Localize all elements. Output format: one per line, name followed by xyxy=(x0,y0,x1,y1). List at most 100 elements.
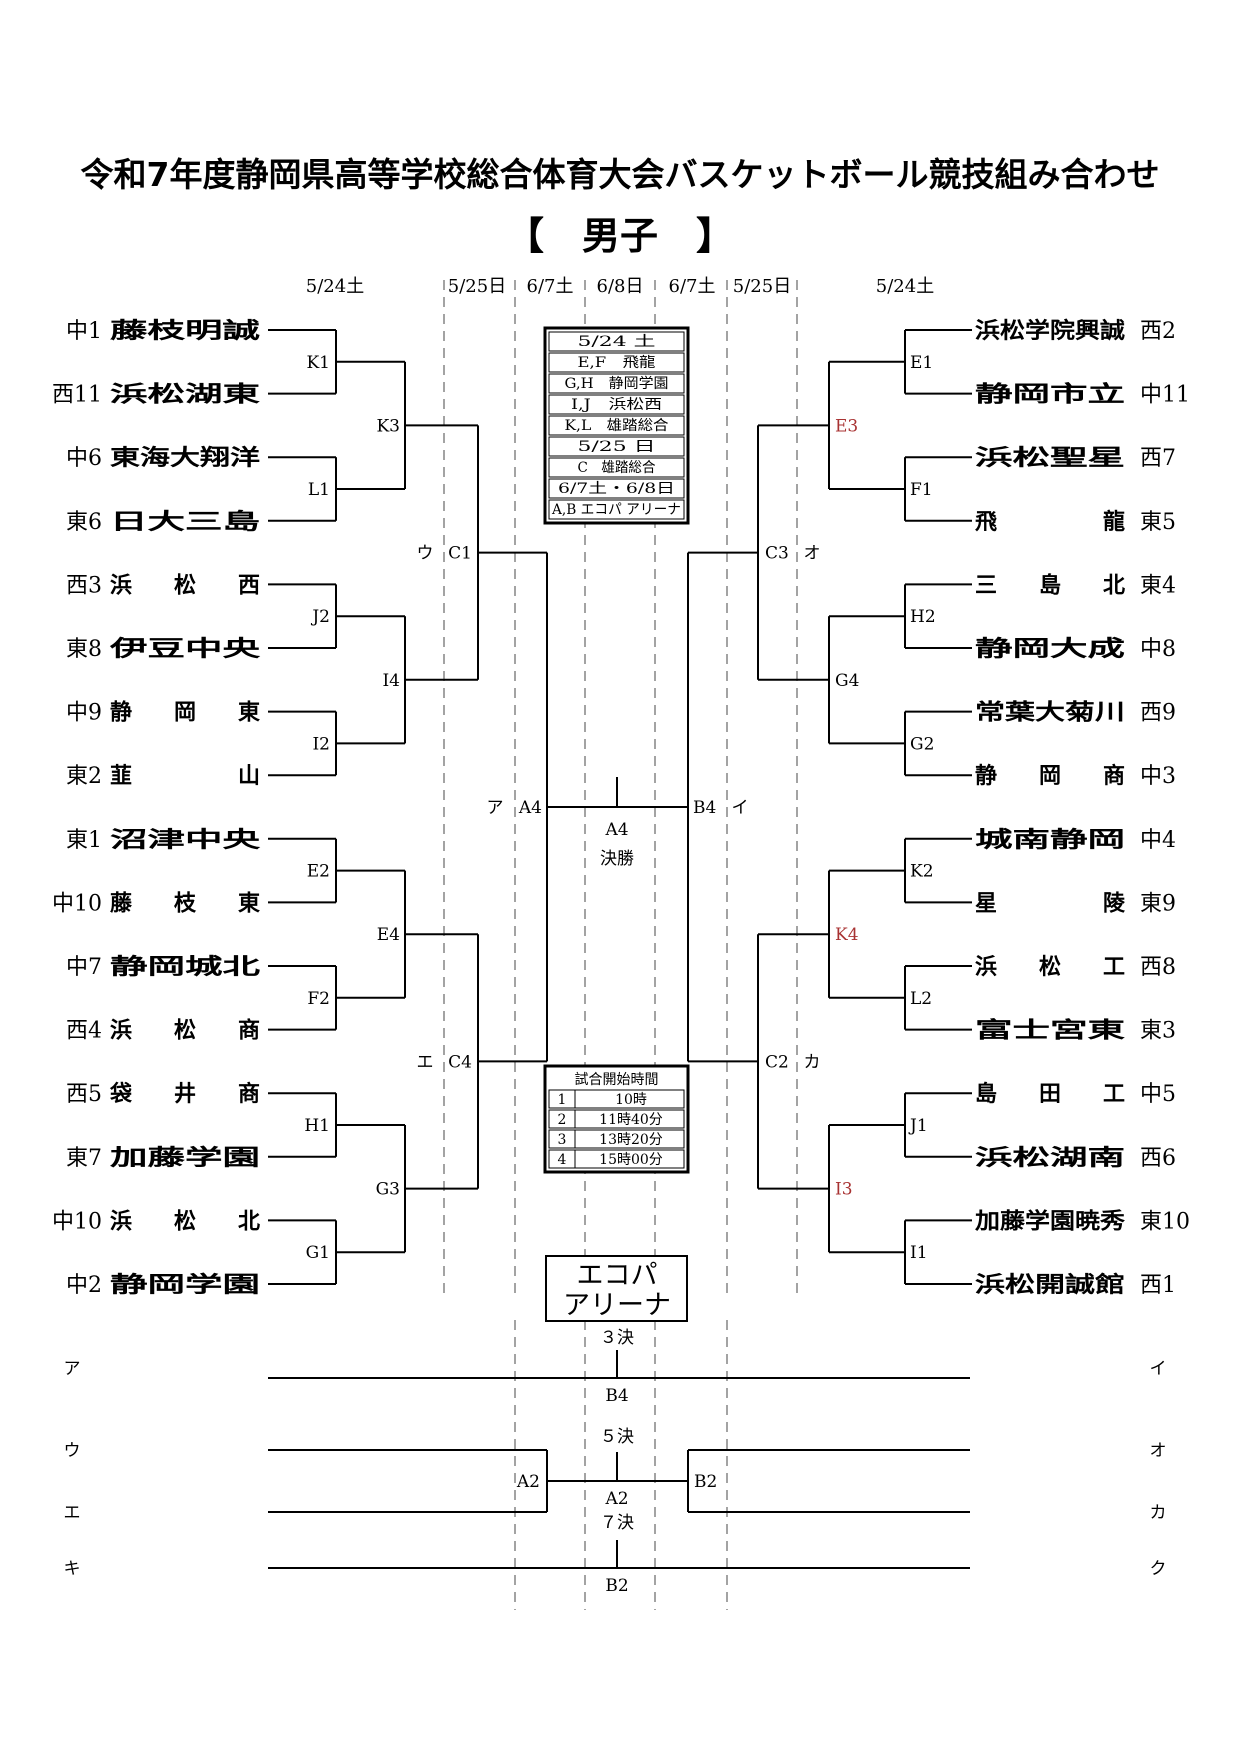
team-name: 浜 xyxy=(110,1019,132,1044)
seventh-place-label: ７決 xyxy=(600,1513,634,1533)
match-code: C1 xyxy=(448,544,472,564)
team-name: 常葉大菊川 xyxy=(975,700,1125,726)
date-header: 6/7土 xyxy=(527,276,574,297)
team-name: 浜松開誠館 xyxy=(975,1272,1125,1298)
bracket-mark: ウ xyxy=(417,544,434,564)
team-seed: 西8 xyxy=(1140,955,1176,980)
team-name: 三 xyxy=(975,573,997,598)
team-seed: 西1 xyxy=(1140,1273,1176,1298)
match-code: H1 xyxy=(304,1116,330,1136)
match-code: I4 xyxy=(382,671,400,691)
team-name: 北 xyxy=(1103,573,1125,598)
game-number: 3 xyxy=(558,1132,567,1148)
team-name: 静 xyxy=(975,763,997,789)
team-seed: 中7 xyxy=(66,955,102,980)
match-code: E1 xyxy=(910,353,933,373)
team-name: 商 xyxy=(238,1018,260,1044)
match-code: F1 xyxy=(910,480,933,500)
bracket-mark: オ xyxy=(804,544,821,564)
match-code: B4 xyxy=(693,798,716,818)
team-name: 浜松湖南 xyxy=(975,1146,1125,1171)
venue-row xyxy=(548,352,685,373)
team-seed: 東6 xyxy=(66,510,102,535)
venue-row-text: 5/24 土 xyxy=(578,334,656,350)
match-code: E2 xyxy=(307,862,330,882)
fifth-place-label: ５決 xyxy=(600,1427,634,1447)
team-seed: 東10 xyxy=(1140,1209,1190,1234)
venue-row xyxy=(548,415,685,436)
page-subtitle: 【 男子 】 xyxy=(505,214,734,258)
date-header: 5/25日 xyxy=(448,276,506,297)
match-code: J1 xyxy=(908,1116,928,1136)
team-name: 東海大翔洋 xyxy=(110,445,260,471)
team-name: 袋 xyxy=(109,1081,133,1107)
team-seed: 中4 xyxy=(1140,828,1176,853)
team-name: 加藤学園 xyxy=(108,1145,260,1171)
team-name: 商 xyxy=(1103,763,1125,789)
team-name: 韮 xyxy=(110,764,132,789)
team-seed: 東3 xyxy=(1140,1019,1176,1044)
team-name: 松 xyxy=(174,1019,196,1044)
team-name: 岡 xyxy=(174,701,196,726)
team-seed: 中3 xyxy=(1140,764,1176,789)
match-code: K3 xyxy=(376,416,400,436)
team-seed: 中2 xyxy=(66,1273,102,1298)
team-name: 加藤学園暁秀 xyxy=(974,1208,1125,1234)
date-header: 6/8日 xyxy=(597,276,644,297)
team-name: 伊豆中央 xyxy=(108,636,261,662)
match-code: E4 xyxy=(377,925,400,945)
start-time-row xyxy=(548,1089,685,1109)
team-name: 東 xyxy=(238,701,260,726)
final-code: A4 xyxy=(604,820,628,840)
team-seed: 中1 xyxy=(66,319,102,344)
match-code: G1 xyxy=(306,1243,330,1263)
match-code: I1 xyxy=(910,1243,928,1263)
team-name: 星 xyxy=(975,891,997,916)
team-name: 静 xyxy=(110,700,132,726)
team-name: 飛 xyxy=(975,510,997,535)
team-name: 日大三島 xyxy=(110,509,260,535)
team-name: 静岡城北 xyxy=(110,954,260,980)
team-name: 松 xyxy=(174,573,196,598)
bracket-mark: ウ xyxy=(64,1441,81,1461)
venue-row-text: I,J 浜松西 xyxy=(571,397,662,413)
team-seed: 東9 xyxy=(1140,891,1176,916)
team-name: 北 xyxy=(238,1209,260,1234)
match-code: K1 xyxy=(306,353,330,373)
team-seed: 東4 xyxy=(1140,573,1176,598)
team-seed: 東1 xyxy=(66,828,102,853)
team-name: 工 xyxy=(1103,955,1125,980)
bracket-mark: エ xyxy=(64,1503,81,1523)
team-name: 浜松湖東 xyxy=(110,383,260,408)
team-seed: 西11 xyxy=(52,383,102,408)
team-name: 龍 xyxy=(1103,509,1125,535)
start-time: 10時 xyxy=(615,1092,647,1108)
game-number: 2 xyxy=(558,1112,567,1128)
arena-name-line: アリーナ xyxy=(563,1290,671,1321)
venue-row-text: A,B エコパ アリーナ xyxy=(551,502,681,518)
team-name: 浜松学院興誠 xyxy=(975,318,1125,344)
bracket-mark: イ xyxy=(732,798,749,818)
start-time-header: 試合開始時間 xyxy=(575,1072,659,1088)
start-time-row xyxy=(548,1129,685,1149)
team-name: 浜松聖星 xyxy=(975,446,1125,471)
team-seed: 中10 xyxy=(52,891,102,916)
team-seed: 中6 xyxy=(66,446,102,471)
team-seed: 西7 xyxy=(1140,446,1176,471)
start-time: 15時00分 xyxy=(599,1152,663,1168)
match-code: B4 xyxy=(605,1386,628,1406)
team-name: 富士宮東 xyxy=(975,1018,1125,1044)
team-seed: 西4 xyxy=(66,1019,102,1044)
match-code: E3 xyxy=(835,416,858,436)
team-name: 東 xyxy=(238,891,260,916)
team-seed: 中10 xyxy=(52,1209,102,1234)
team-seed: 西3 xyxy=(66,573,102,598)
team-seed: 中8 xyxy=(1140,637,1176,662)
venue-row-text: C 雄踏総合 xyxy=(578,460,656,476)
team-name: 藤 xyxy=(110,890,133,916)
team-name: 静岡市立 xyxy=(975,382,1125,408)
bracket-mark: カ xyxy=(804,1052,821,1072)
date-header: 5/24土 xyxy=(306,276,364,297)
bracket-mark: ク xyxy=(1150,1559,1167,1579)
match-code: I3 xyxy=(835,1180,853,1200)
